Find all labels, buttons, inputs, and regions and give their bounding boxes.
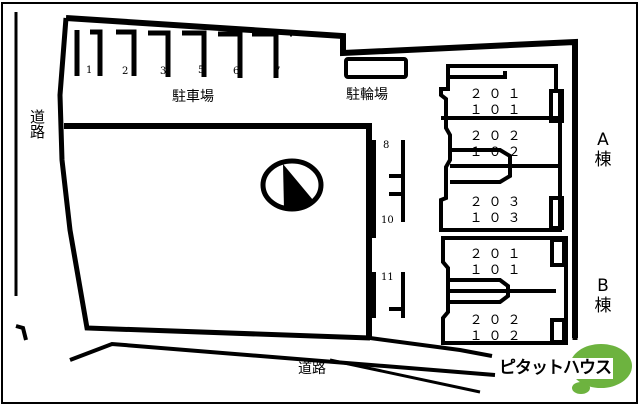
left-road-label: 道路	[28, 109, 46, 139]
building-b-label: B 棟	[594, 276, 612, 317]
parking-label: 駐車場	[172, 89, 214, 105]
unit-number: １０２	[469, 145, 527, 160]
pitat-house-logo: ピタットハウス	[497, 358, 613, 379]
unit-number: １０２	[469, 329, 527, 344]
unit-number: ２０１	[469, 247, 527, 262]
parking-space-label: 7	[274, 66, 281, 77]
unit-number: １０３	[469, 211, 527, 226]
bicycle-parking-label: 駐輪場	[346, 87, 388, 103]
unit-number: ２０１	[469, 87, 527, 102]
bottom-road-label: 道路	[298, 361, 326, 377]
parking-space-label: 2	[122, 66, 129, 77]
unit-number: ２０２	[469, 313, 527, 328]
parking-space-label: 8	[383, 140, 390, 151]
parking-space-label: 6	[233, 66, 240, 77]
parking-space-label: 1	[86, 65, 93, 76]
parking-space-label: 10	[381, 215, 394, 226]
unit-number: ２０３	[469, 195, 527, 210]
unit-number: １０１	[469, 103, 527, 118]
building-a-label: A 棟	[594, 130, 612, 171]
unit-number: １０１	[469, 263, 527, 278]
unit-number: ２０２	[469, 129, 527, 144]
parking-space-label: 11	[381, 272, 394, 283]
parking-space-label: 3	[160, 66, 167, 77]
parking-space-label: 5	[198, 65, 205, 76]
